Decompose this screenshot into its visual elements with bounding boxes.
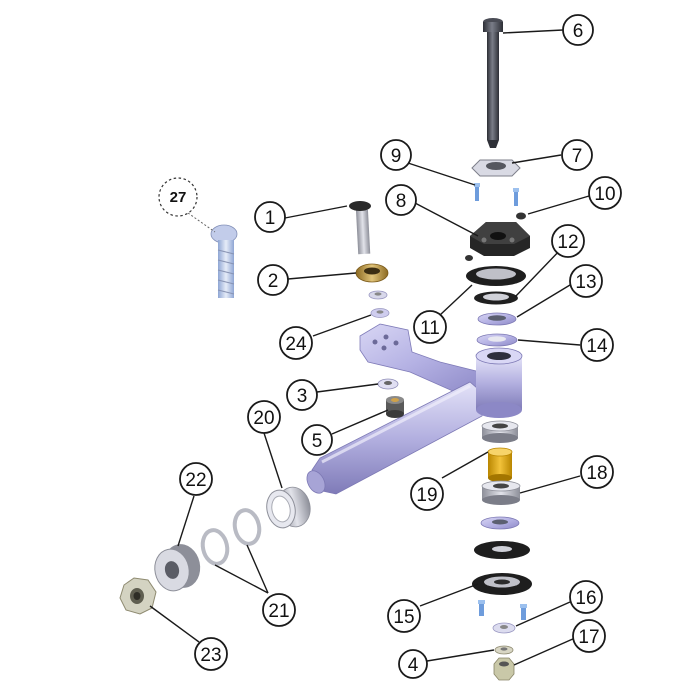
callout-17-label: 17: [578, 627, 599, 648]
callout-20-label: 20: [253, 408, 274, 429]
callout-22: 22: [179, 462, 213, 496]
callout-7: 7: [561, 139, 593, 171]
callout-8-label: 8: [396, 191, 407, 212]
part-4-washer: [494, 645, 514, 655]
callout-15: 15: [387, 599, 421, 633]
callout-16-label: 16: [575, 588, 596, 609]
part-19-brass-spacer: [487, 447, 513, 482]
part-16-screws: [478, 600, 527, 634]
part-8-black-block: [470, 222, 530, 256]
callout-21: 21: [262, 593, 296, 627]
callout-8: 8: [385, 184, 417, 216]
callout-5-label: 5: [312, 431, 323, 452]
part-12-black-washer: [474, 291, 518, 305]
callout-10-label: 10: [594, 184, 615, 205]
callout-1-label: 1: [265, 208, 276, 229]
callout-24: 24: [279, 326, 313, 360]
callout-27: 27: [158, 177, 198, 217]
callout-19: 19: [410, 477, 444, 511]
callout-9: 9: [380, 139, 412, 171]
part-22-thick-bushing: [154, 544, 201, 592]
callout-6-label: 6: [573, 21, 584, 42]
part-21-rings: [200, 508, 262, 566]
callout-22-label: 22: [185, 470, 206, 491]
callout-10: 10: [588, 176, 622, 210]
callout-17: 17: [572, 619, 606, 653]
callout-2: 2: [257, 264, 289, 296]
callout-7-label: 7: [572, 146, 583, 167]
callout-12-label: 12: [557, 232, 578, 253]
part-11-black-ring: [466, 266, 526, 286]
callout-13-label: 13: [575, 272, 596, 293]
steering-knuckle-axle: [306, 323, 523, 495]
part-6-long-bolt: [483, 18, 503, 148]
callout-14: 14: [580, 328, 614, 362]
callout-11-label: 11: [420, 318, 440, 339]
callout-3-label: 3: [297, 386, 308, 407]
callout-5: 5: [301, 424, 333, 456]
part-1-pin: [349, 201, 371, 255]
part-18-lower-bearing: [481, 480, 521, 505]
part-19-upper-bearing: [481, 420, 519, 443]
callout-15-label: 15: [393, 607, 414, 628]
callout-18-label: 18: [586, 463, 607, 484]
part-9-screws: [474, 183, 519, 206]
part-27-screw: [210, 224, 238, 298]
part-20-bushing: [266, 486, 311, 529]
lower-black-washer: [474, 541, 530, 559]
callout-12: 12: [551, 224, 585, 258]
callout-24-label: 24: [285, 334, 307, 355]
callout-16: 16: [569, 580, 603, 614]
callout-9-label: 9: [391, 146, 402, 167]
callout-18: 18: [580, 455, 614, 489]
callout-1: 1: [254, 201, 286, 233]
callout-23: 23: [194, 637, 228, 671]
part-2-bronze-cup: [355, 263, 389, 283]
callout-14-label: 14: [586, 336, 608, 357]
part-24-washers: [368, 290, 390, 318]
part-15-black-ring: [472, 573, 532, 595]
callout-20: 20: [247, 400, 281, 434]
part-5-small-bearing: [386, 396, 404, 418]
callout-2-label: 2: [268, 271, 279, 292]
part-23-nut: [119, 577, 157, 615]
callout-13: 13: [569, 264, 603, 298]
callout-4-label: 4: [408, 655, 419, 676]
part-10-set-screw: [516, 212, 526, 220]
lower-washer: [480, 516, 520, 530]
part-7-clamp-plate: [471, 159, 521, 177]
leader-lines: [149, 29, 590, 666]
part-8-small-screw: [465, 255, 473, 261]
callout-19-label: 19: [416, 485, 437, 506]
callout-23-label: 23: [200, 645, 221, 666]
callout-11: 11: [413, 310, 447, 344]
part-17-nut: [493, 657, 515, 681]
part-13-washer: [477, 312, 517, 326]
callout-4: 4: [398, 649, 428, 679]
callout-27-label: 27: [170, 189, 187, 206]
callout-3: 3: [286, 379, 318, 411]
part-3-washer: [377, 378, 399, 390]
callout-6: 6: [562, 14, 594, 46]
part-14-washer: [476, 333, 518, 347]
callout-21-label: 21: [268, 601, 289, 622]
